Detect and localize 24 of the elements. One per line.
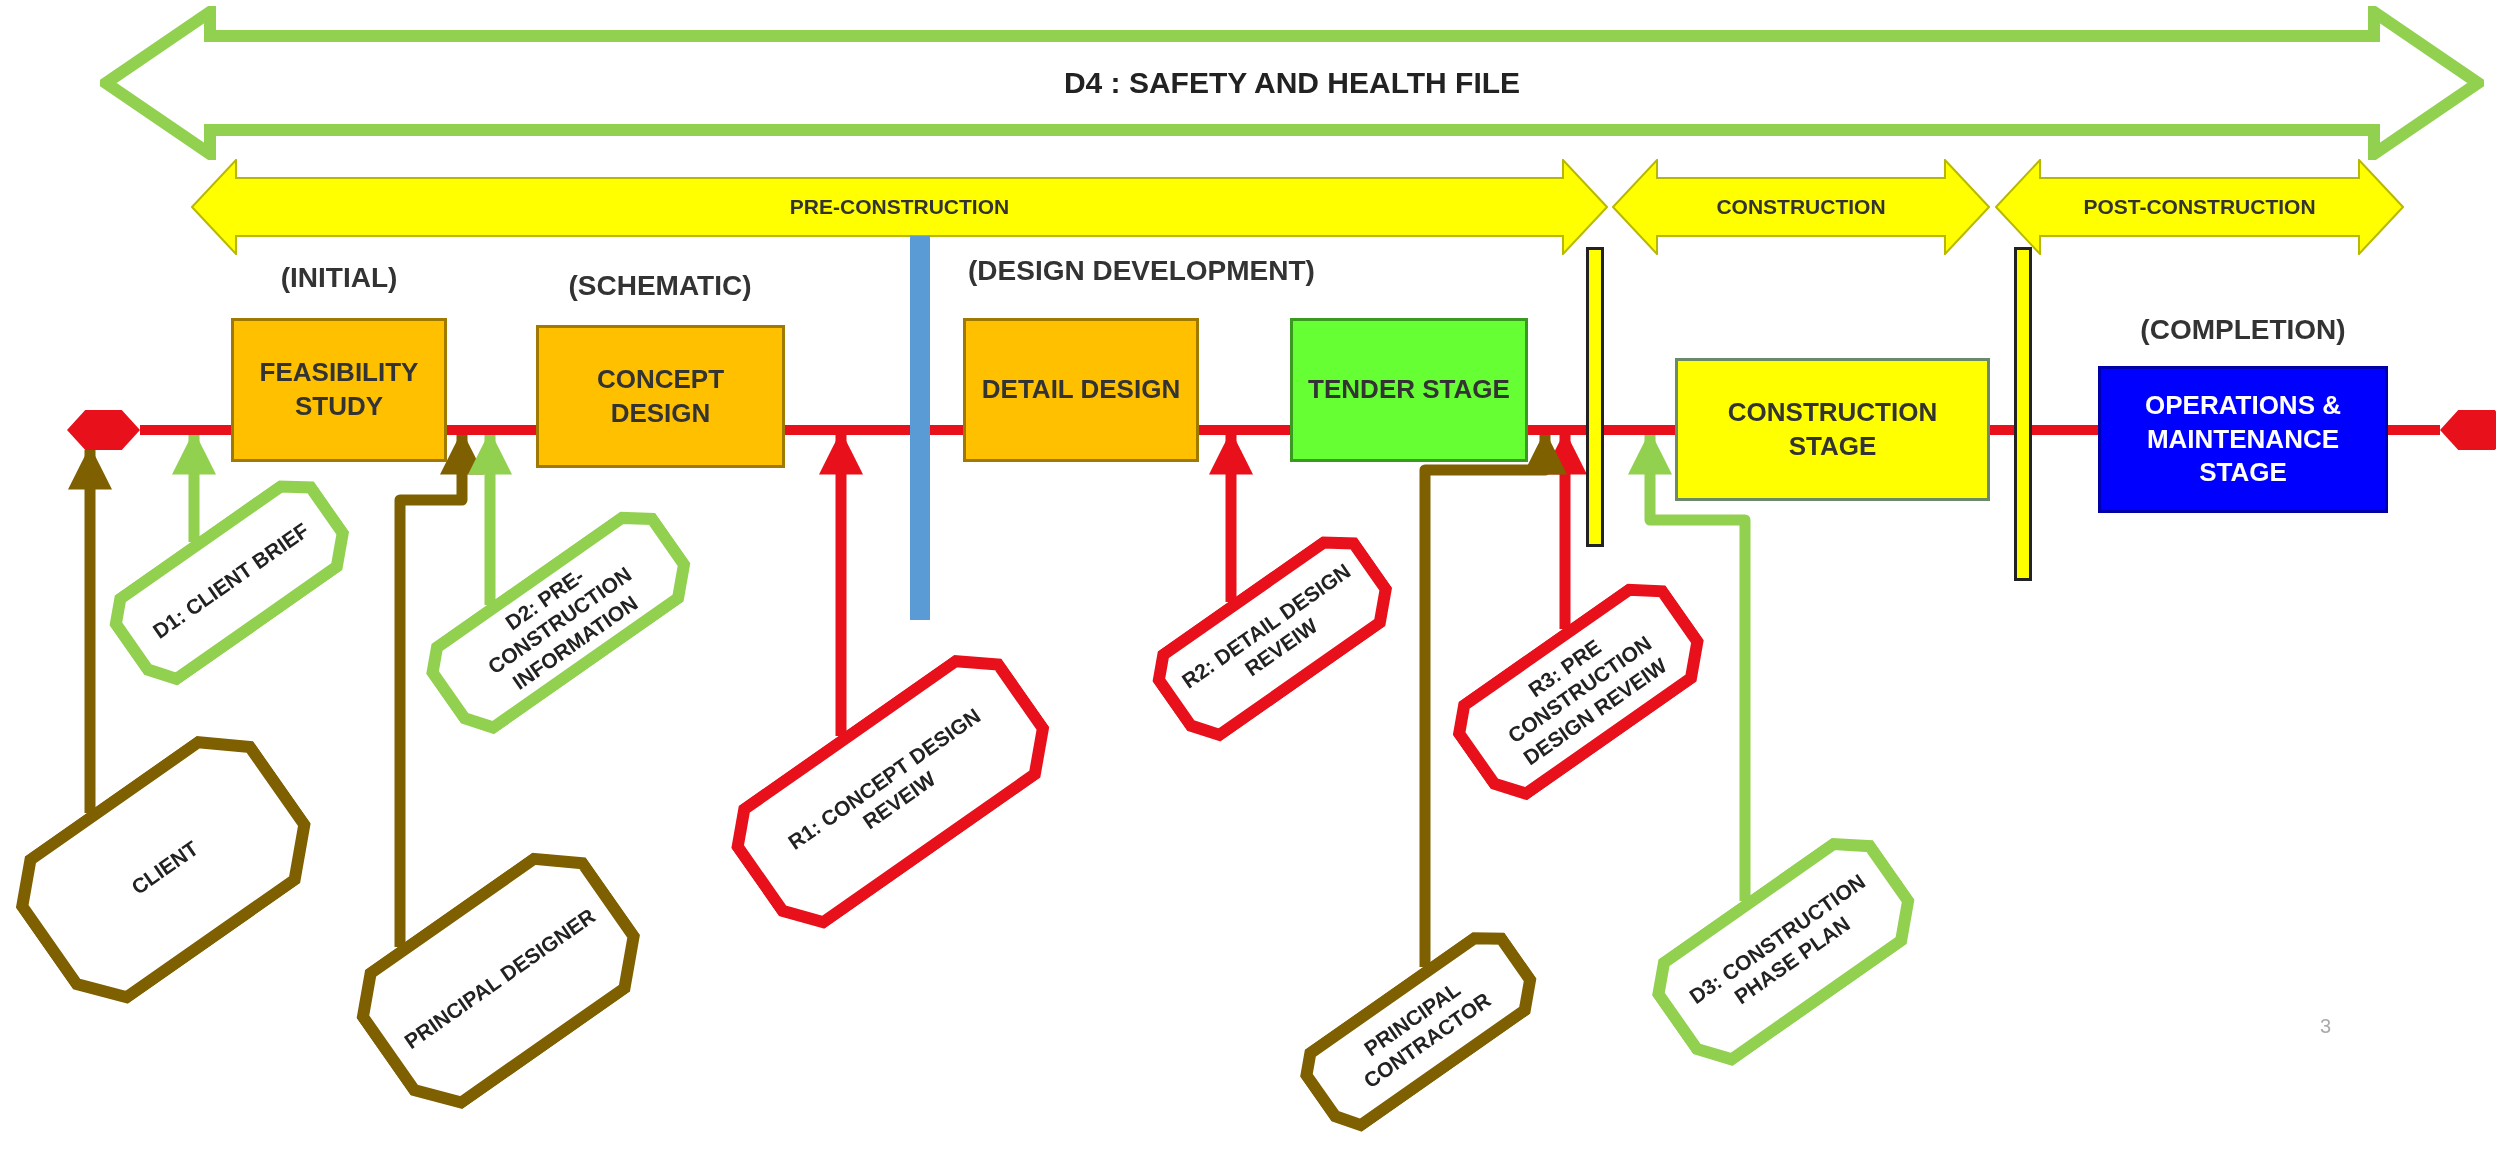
stage-heading: (SCHEMATIC) [568, 270, 752, 302]
stage-box: TENDER STAGE [1290, 318, 1528, 462]
stage-box: FEASIBILITY STUDY [231, 318, 447, 462]
gate-bar [1586, 247, 1604, 547]
double-arrow-band [1612, 159, 1990, 255]
phase-heading: (DESIGN DEVELOPMENT) [968, 255, 1315, 287]
hexagon-marker [67, 410, 140, 450]
milestone-bar [910, 236, 930, 620]
double-arrow-band [191, 159, 1608, 255]
gate-bar [2014, 247, 2032, 581]
stage-heading: (INITIAL) [280, 262, 398, 294]
hexagon-marker [2440, 410, 2496, 450]
stage-box: CONSTRUCTION STAGE [1675, 358, 1990, 501]
phase-label: POST-CONSTRUCTION [2083, 195, 2316, 219]
stage-heading: (COMPLETION) [2140, 314, 2346, 346]
phase-label: PRE-CONSTRUCTION [789, 195, 1010, 219]
double-arrow-band [100, 6, 2484, 160]
stage-box: CONCEPT DESIGN [536, 325, 785, 468]
stage-box: OPERATIONS & MAINTENANCE STAGE [2098, 366, 2388, 513]
double-arrow-band [1995, 159, 2404, 255]
phase-label: CONSTRUCTION [1716, 195, 1886, 219]
stage-box: DETAIL DESIGN [963, 318, 1199, 462]
phase-label: D4 : SAFETY AND HEALTH FILE [1063, 66, 1521, 100]
page-number: 3 [2320, 1015, 2332, 1038]
